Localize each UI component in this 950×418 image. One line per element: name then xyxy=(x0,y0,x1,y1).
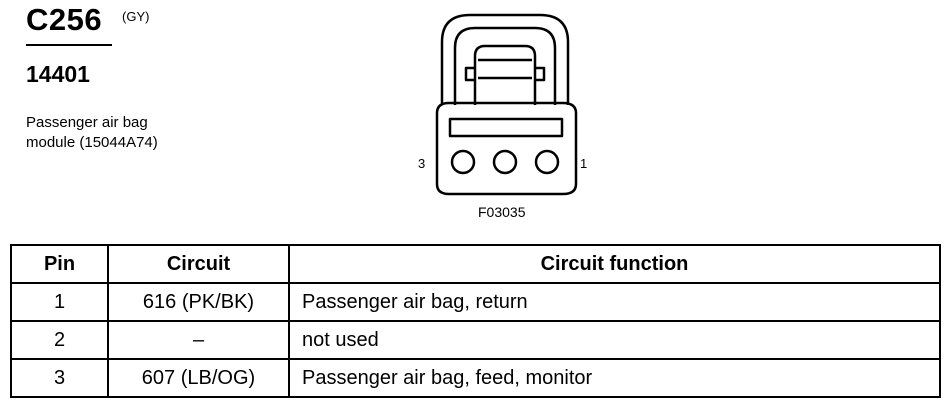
lock-loop-inner xyxy=(453,26,557,105)
component-name-line1: Passenger air bag xyxy=(26,114,148,131)
connector-face-diagram xyxy=(435,13,578,196)
connector-id: C256 xyxy=(26,2,103,37)
title-rule xyxy=(26,44,112,46)
cell-pin: 2 xyxy=(10,320,109,360)
header-circuit: Circuit xyxy=(107,244,290,284)
table-row: 3 607 (LB/OG) Passenger air bag, feed, m… xyxy=(10,358,941,398)
component-name: Passenger air bag module (15044A74) xyxy=(26,113,158,153)
pin-left-label: 3 xyxy=(418,156,426,171)
header-function: Circuit function xyxy=(288,244,941,284)
cell-circuit: – xyxy=(107,320,290,360)
component-name-line2: module (15044A74) xyxy=(26,134,158,151)
header-pin: Pin xyxy=(10,244,109,284)
cell-circuit: 607 (LB/OG) xyxy=(107,358,290,398)
table-row: 2 – not used xyxy=(10,320,941,360)
cell-circuit: 616 (PK/BK) xyxy=(107,282,290,322)
cell-pin: 3 xyxy=(10,358,109,398)
cell-pin: 1 xyxy=(10,282,109,322)
key-slot xyxy=(448,117,564,138)
table-row: 1 616 (PK/BK) Passenger air bag, return xyxy=(10,282,941,322)
figure-code: F03035 xyxy=(478,204,526,220)
cell-function: Passenger air bag, feed, monitor xyxy=(288,358,941,398)
connector-body xyxy=(435,101,578,196)
table-header-row: Pin Circuit Circuit function xyxy=(10,244,941,284)
cell-function: not used xyxy=(288,320,941,360)
pin-hole xyxy=(492,149,518,175)
pin-hole xyxy=(450,149,476,175)
lock-loop-outer xyxy=(440,13,570,105)
pin-right-label: 1 xyxy=(580,156,588,171)
connector-color: (GY) xyxy=(122,9,150,24)
latch-tab xyxy=(473,44,537,105)
part-number: 14401 xyxy=(26,61,90,87)
pin-hole xyxy=(534,149,560,175)
cell-function: Passenger air bag, return xyxy=(288,282,941,322)
pinout-table: Pin Circuit Circuit function 1 616 (PK/B… xyxy=(10,244,941,398)
